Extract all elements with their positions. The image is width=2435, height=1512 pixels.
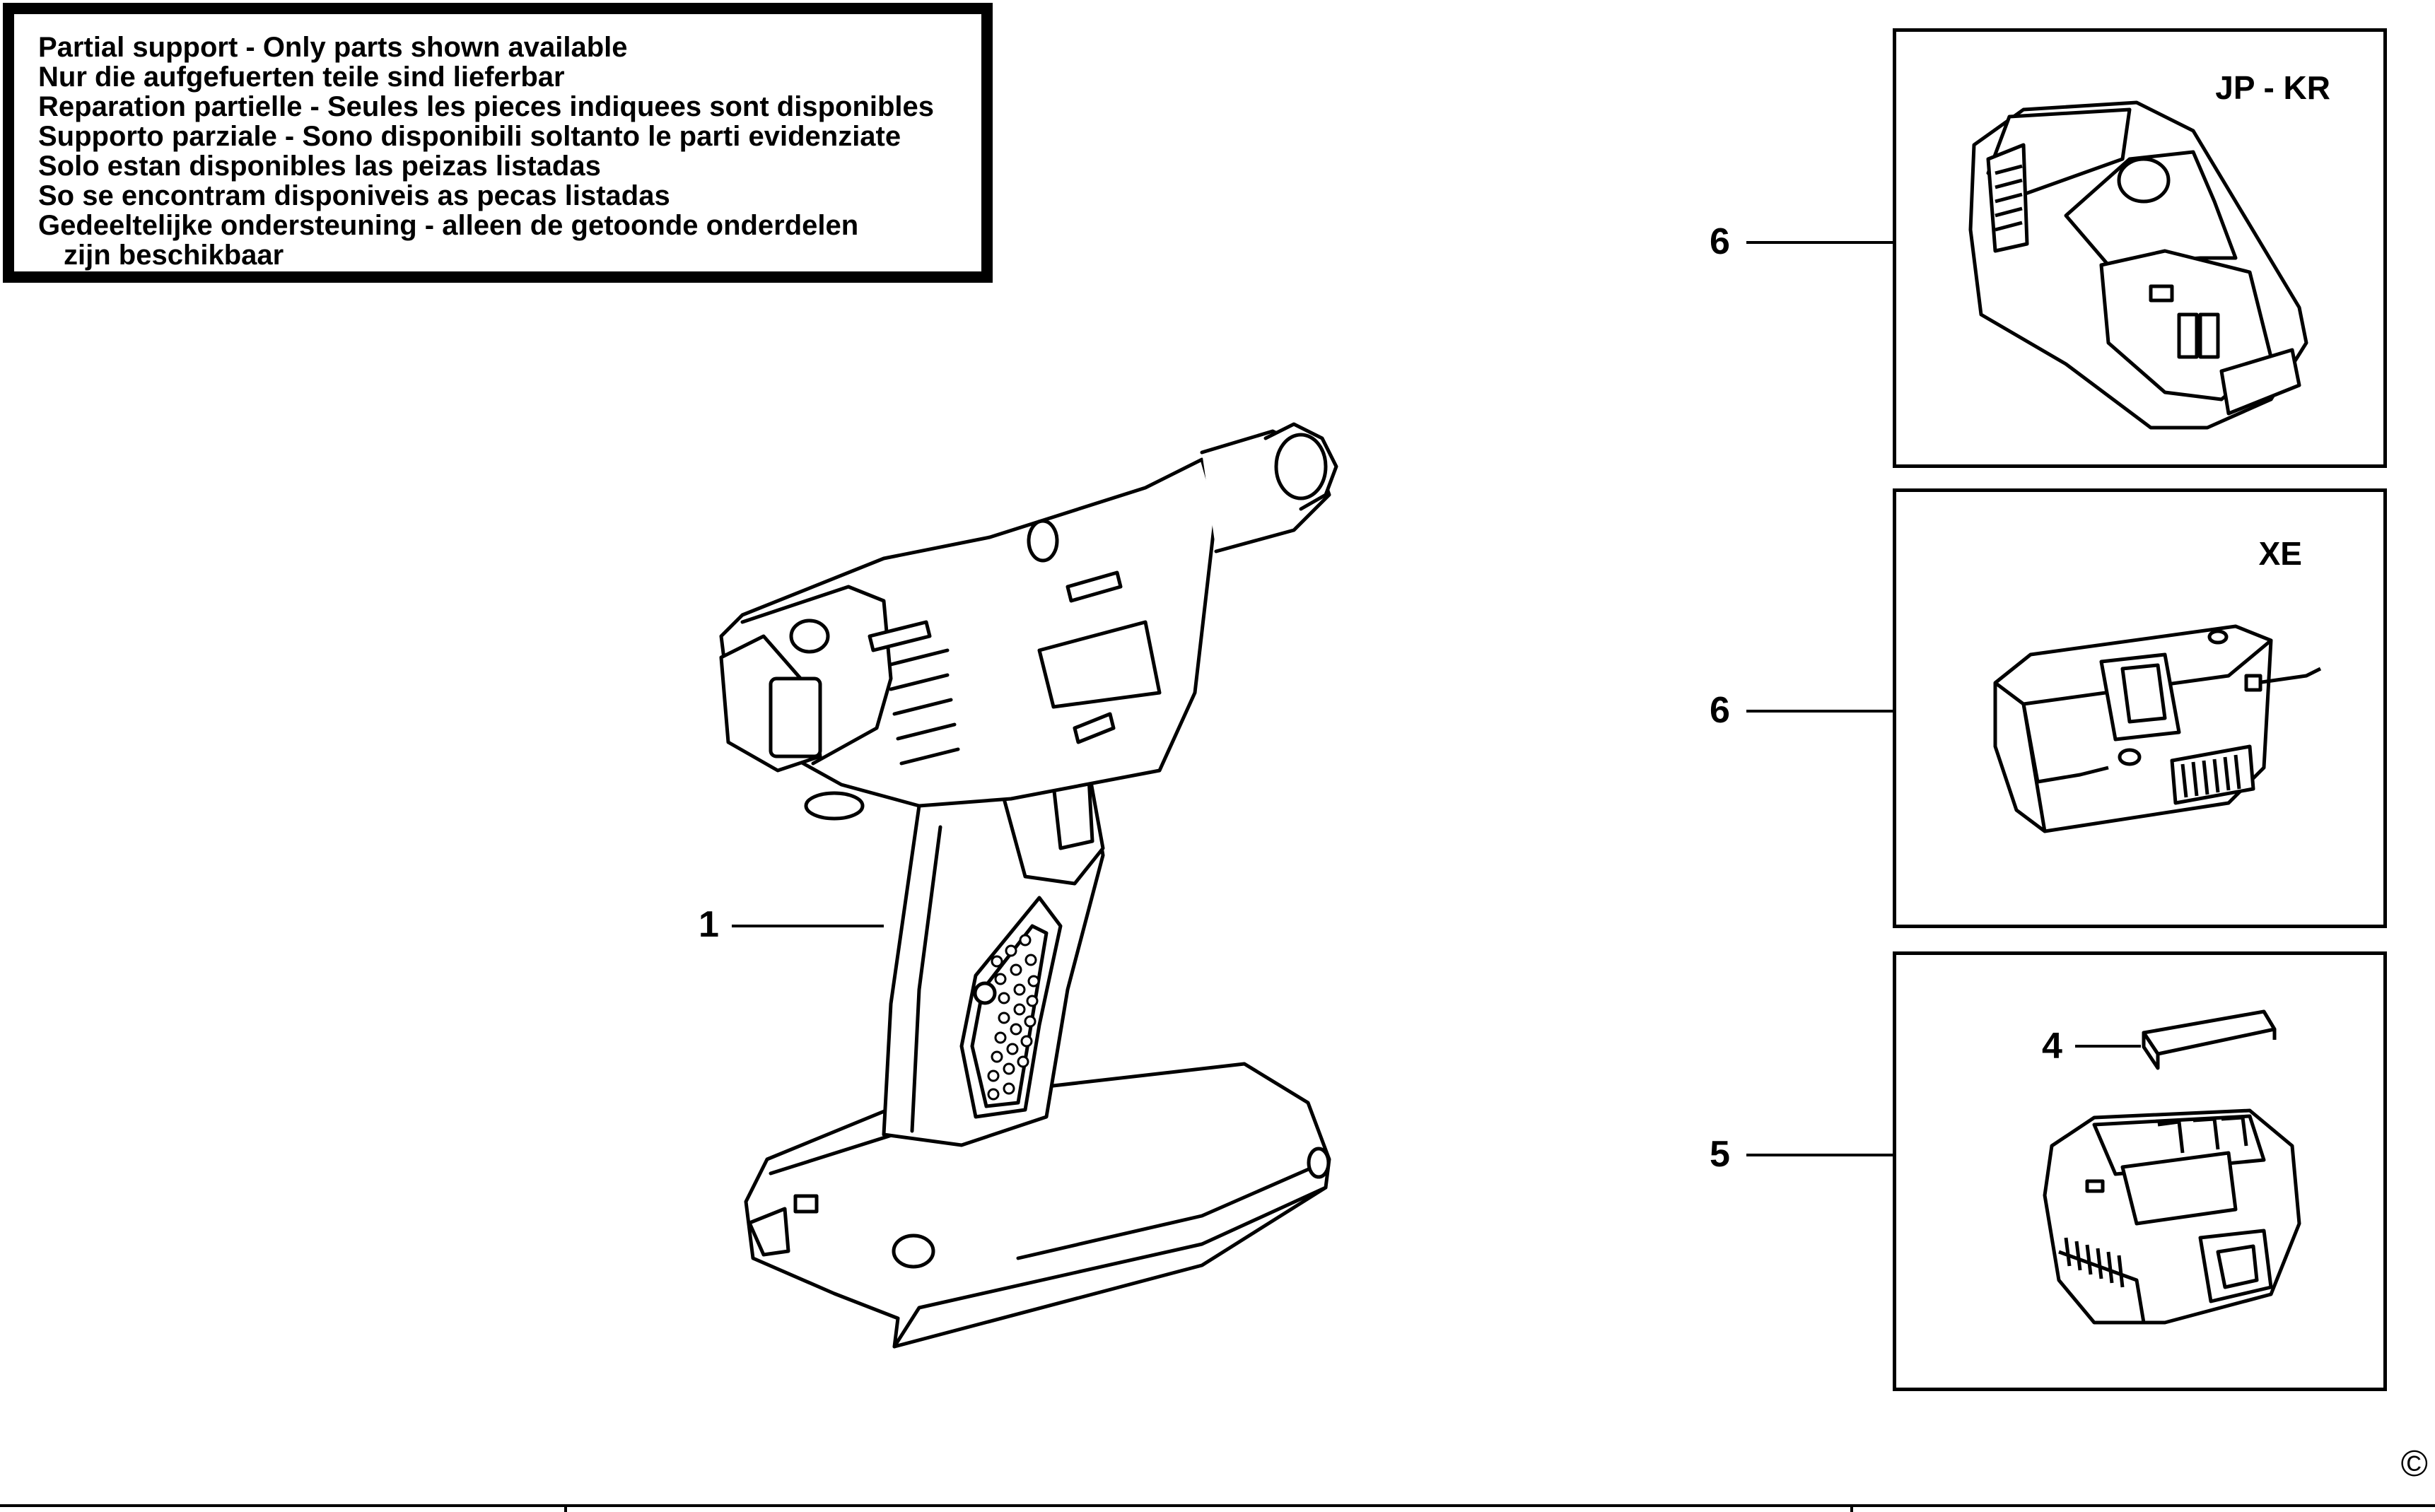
charger-jp-kr-panel: JP - KR bbox=[1893, 28, 2387, 468]
callout-battery-cover-leader bbox=[2075, 1045, 2141, 1048]
partial-support-notice: Partial support - Only parts shown avail… bbox=[3, 3, 993, 283]
notice-line-nl-cont: zijn beschikbaar bbox=[64, 240, 284, 271]
region-label-jp-kr: JP - KR bbox=[2215, 69, 2330, 106]
charger-jp-kr-drawing bbox=[1968, 100, 2308, 430]
callout-charger-jp-kr: 6 bbox=[1710, 221, 1730, 262]
callout-battery-cover: 4 bbox=[2042, 1026, 2062, 1067]
notice-line-en: Partial support - Only parts shown avail… bbox=[38, 32, 628, 63]
battery-cover-shape bbox=[2142, 1009, 2277, 1056]
copyright-symbol: © bbox=[2400, 1443, 2428, 1484]
notice-line-fr: Reparation partielle - Seules les pieces… bbox=[38, 91, 935, 122]
charger-xe-drawing bbox=[1993, 624, 2322, 833]
notice-line-es: Solo estan disponibles las peizas listad… bbox=[38, 151, 601, 182]
battery-drawing bbox=[2043, 1009, 2301, 1325]
region-label-xe: XE bbox=[2258, 535, 2302, 572]
callout-charger-xe-leader bbox=[1746, 710, 1893, 713]
bottom-rule bbox=[0, 1504, 2435, 1507]
bottom-tick-right bbox=[1850, 1504, 1853, 1512]
callout-charger-jp-kr-leader bbox=[1746, 241, 1893, 244]
battery-panel bbox=[1893, 951, 2387, 1391]
callout-battery-leader bbox=[1746, 1154, 1893, 1156]
notice-line-it: Supporto parziale - Sono disponibili sol… bbox=[38, 121, 901, 152]
callout-charger-xe: 6 bbox=[1710, 690, 1730, 731]
callout-tool-leader bbox=[732, 925, 884, 927]
notice-line-de: Nur die aufgefuerten teile sind lieferba… bbox=[38, 61, 565, 93]
bottom-tick-left bbox=[564, 1504, 567, 1512]
callout-tool: 1 bbox=[699, 904, 719, 945]
notice-line-pt: So se encontram disponiveis as pecas lis… bbox=[38, 180, 670, 211]
callout-battery: 5 bbox=[1710, 1134, 1730, 1175]
notice-line-nl: Gedeeltelijke ondersteuning - alleen de … bbox=[38, 210, 859, 241]
charger-xe-panel: XE bbox=[1893, 488, 2387, 928]
